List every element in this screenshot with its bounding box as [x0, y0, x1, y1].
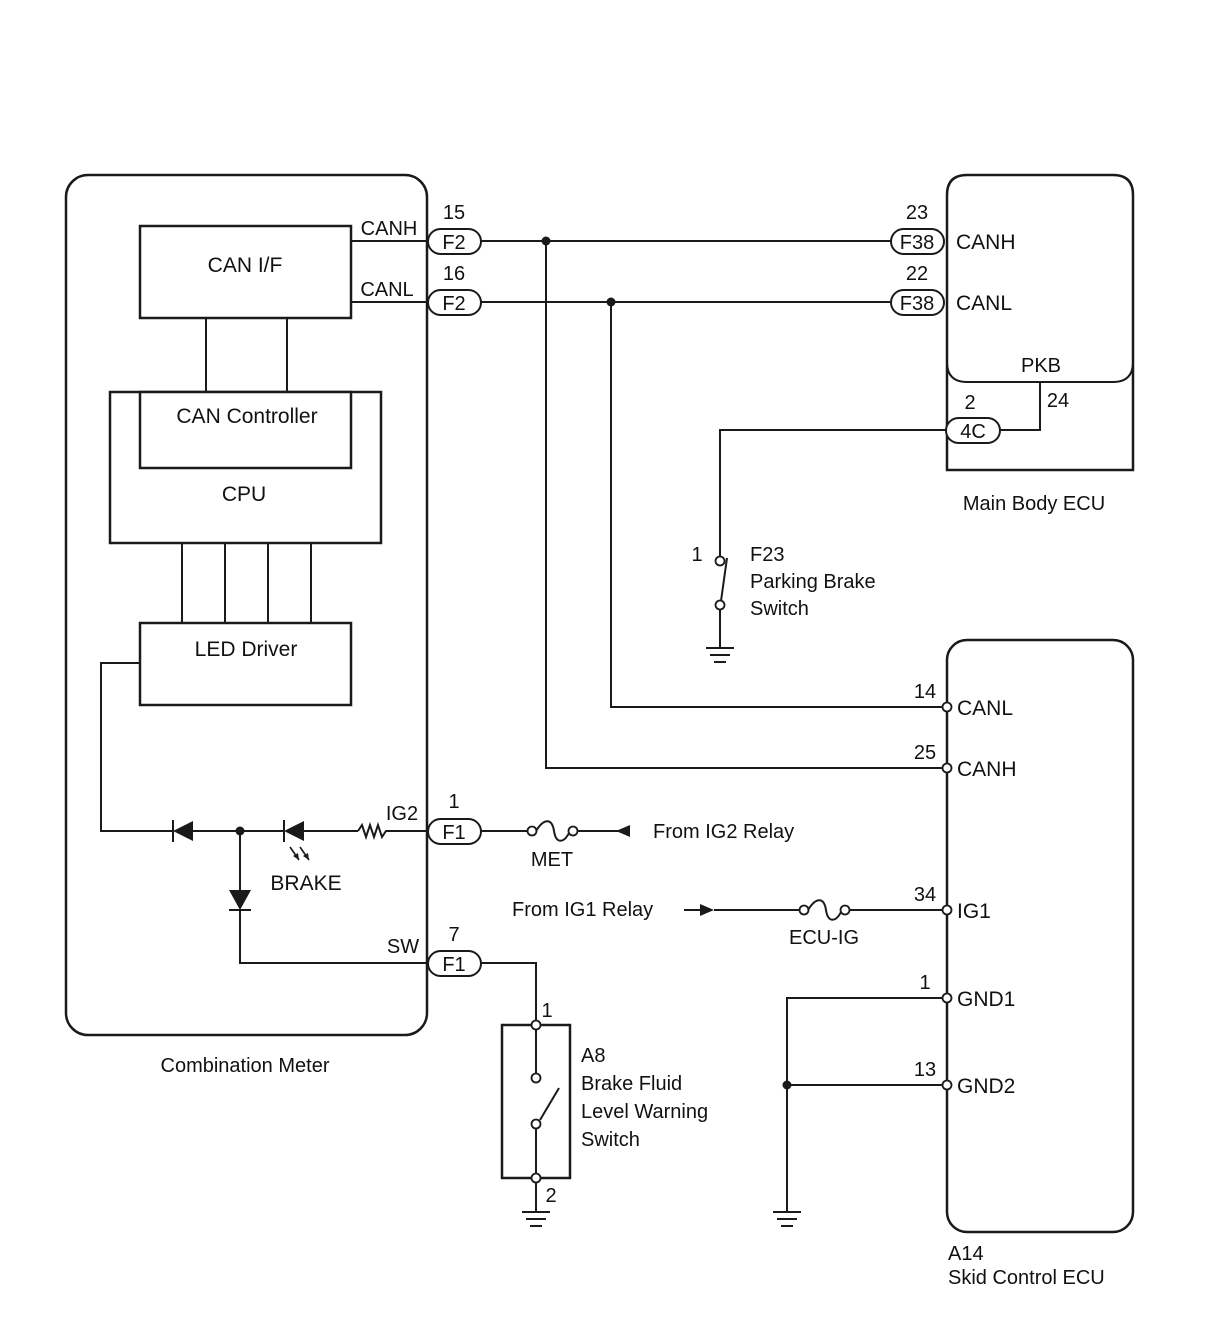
led-driver-label: LED Driver — [195, 638, 298, 661]
svg-text:F2: F2 — [442, 293, 465, 315]
ig2-arrow — [616, 825, 630, 837]
pin-2-4c: 2 — [964, 392, 975, 414]
skid-gnd1-label: GND1 — [957, 988, 1015, 1011]
pin-13: 13 — [914, 1059, 936, 1081]
from-ig1-label: From IG1 Relay — [512, 899, 653, 921]
skid-control-ecu-outline — [945, 638, 1135, 1234]
pin-1-parking: 1 — [691, 544, 702, 566]
combination-meter-label: Combination Meter — [161, 1055, 330, 1077]
body-canl-label: CANL — [956, 292, 1012, 315]
main-body-ecu: PKB F38 23 CANH F38 22 CANL 4C 2 24 Main… — [890, 173, 1135, 515]
sw-signal-label: SW — [387, 936, 419, 958]
ig2-signal-label: IG2 — [386, 803, 418, 825]
svg-text:F1: F1 — [442, 954, 465, 976]
ig2-feed: MET From IG2 Relay — [481, 820, 794, 871]
led-driver-block — [138, 621, 353, 707]
resistor — [357, 821, 427, 841]
ig1-arrow — [700, 904, 714, 916]
can-controller-block — [138, 390, 353, 470]
brake-fluid-code: A8 — [581, 1045, 605, 1067]
parking-brake-line1: Parking Brake — [750, 571, 876, 593]
can-controller-label: CAN Controller — [176, 405, 317, 428]
brake-fluid-line1: Brake Fluid — [581, 1073, 682, 1095]
can-if-label: CAN I/F — [208, 254, 283, 277]
svg-text:F38: F38 — [900, 232, 934, 254]
pin-23: 23 — [906, 202, 928, 224]
main-body-ecu-outline — [945, 173, 1135, 472]
combination-meter: CAN I/F CAN Controller CPU LED Driver BR… — [64, 173, 429, 1077]
diode-left — [173, 821, 193, 841]
skid-control-ecu-code: A14 — [948, 1243, 984, 1265]
skid-control-ecu-label: Skid Control ECU — [948, 1267, 1105, 1289]
svg-text:4C: 4C — [960, 421, 986, 443]
pin-1-ig2: 1 — [448, 791, 459, 813]
skid-canh-label: CANH — [957, 758, 1017, 781]
pin-15: 15 — [443, 202, 465, 224]
connector-f38-canh — [890, 228, 945, 255]
skid-canl-label: CANL — [957, 697, 1013, 720]
skid-control-ecu: 14 CANL 25 CANH 34 IG1 1 GND1 13 GND2 A1… — [914, 638, 1135, 1289]
brake-led-label: BRAKE — [270, 872, 341, 895]
met-fuse-label: MET — [531, 849, 573, 871]
from-ig2-label: From IG2 Relay — [653, 821, 794, 843]
svg-text:F38: F38 — [900, 293, 934, 315]
body-canh-label: CANH — [956, 231, 1016, 254]
pkb-label: PKB — [1021, 355, 1061, 377]
brake-fluid-line2: Level Warning — [581, 1101, 708, 1123]
meter-canh-label: CANH — [361, 218, 418, 240]
can-if-block — [138, 224, 353, 320]
combination-meter-outline — [64, 173, 429, 1037]
meter-canl-label: CANL — [360, 279, 413, 301]
pin-34: 34 — [914, 884, 936, 906]
skid-gnd2-label: GND2 — [957, 1075, 1015, 1098]
pin-1-gnd1: 1 — [919, 972, 930, 994]
pin-22: 22 — [906, 263, 928, 285]
connector-f38-canl — [890, 289, 945, 316]
pin-7: 7 — [448, 924, 459, 946]
brake-fluid-line3: Switch — [581, 1129, 640, 1151]
svg-text:F1: F1 — [442, 822, 465, 844]
pin-25: 25 — [914, 742, 936, 764]
brake-led — [284, 821, 304, 841]
parking-brake-switch: 1 F23 Parking Brake Switch — [691, 429, 946, 663]
skid-ecu-ground — [773, 997, 943, 1227]
parking-brake-line2: Switch — [750, 598, 809, 620]
main-body-ecu-label: Main Body ECU — [963, 493, 1105, 515]
pin-1-brake-fluid: 1 — [541, 1000, 552, 1022]
skid-ig1-label: IG1 — [957, 900, 991, 923]
cpu-label: CPU — [222, 483, 266, 506]
ig1-feed: From IG1 Relay ECU-IG — [512, 899, 943, 949]
pin-14: 14 — [914, 681, 936, 703]
parking-brake-code: F23 — [750, 544, 784, 566]
ecu-ig-fuse-label: ECU-IG — [789, 927, 859, 949]
pin-2-brake-fluid: 2 — [545, 1185, 556, 1207]
svg-text:F2: F2 — [442, 232, 465, 254]
diode-down — [229, 890, 251, 910]
brake-fluid-switch: 1 2 A8 Brake Fluid Level Warning Switch — [481, 962, 708, 1227]
pin-16: 16 — [443, 263, 465, 285]
pin-24: 24 — [1047, 390, 1069, 412]
